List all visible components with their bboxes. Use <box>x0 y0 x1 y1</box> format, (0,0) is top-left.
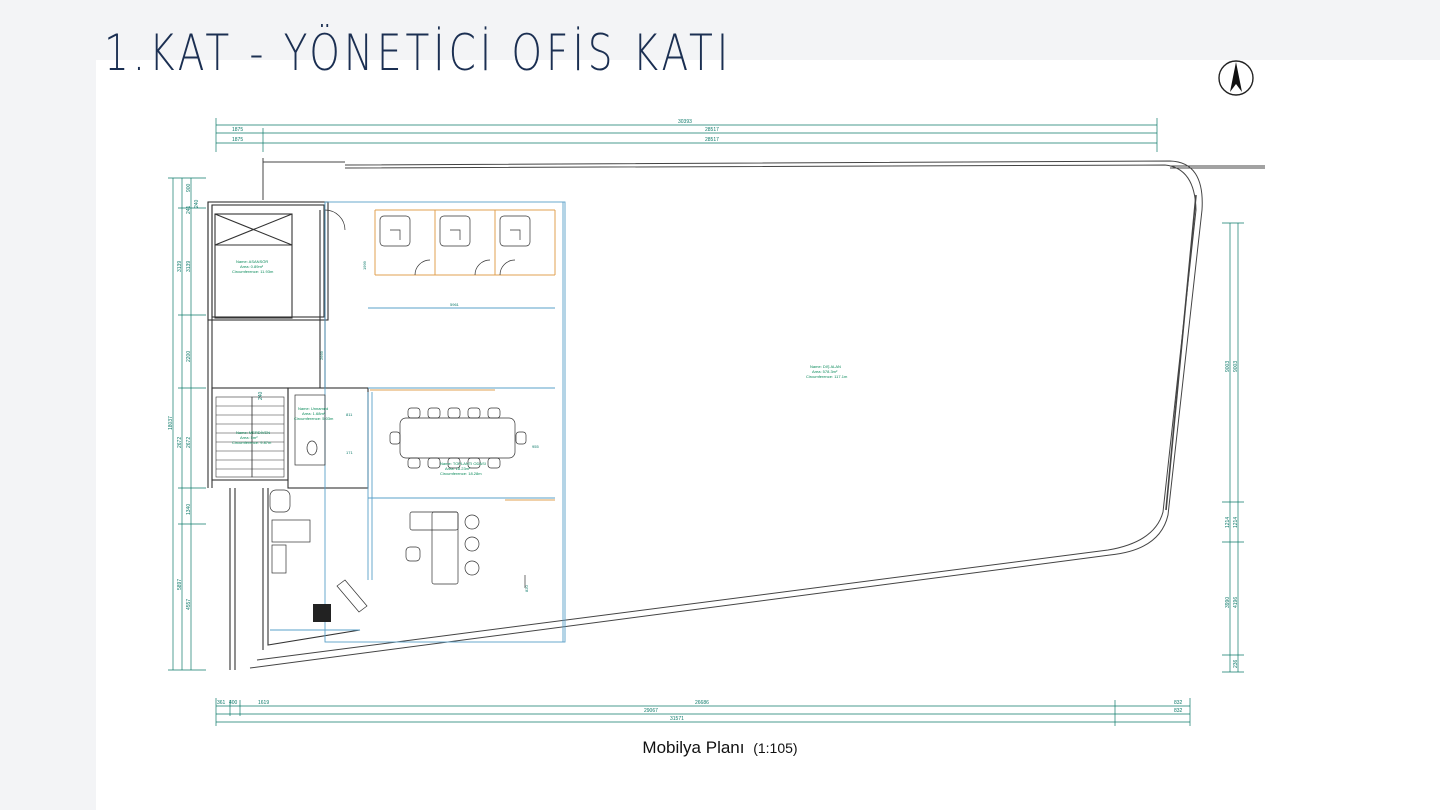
dim-right-b: 9003 <box>1233 361 1239 372</box>
svg-text:Name: ASANSÖR: Name: ASANSÖR <box>236 259 268 264</box>
dim-left-e: 3139 <box>186 261 192 272</box>
svg-text:Name: MERDİVEN: Name: MERDİVEN <box>236 430 270 435</box>
dim-bottom-a: 361 <box>217 700 226 706</box>
dim-inner-a: 5961 <box>450 302 460 307</box>
dim-inner-g: 820 <box>524 585 529 592</box>
dim-left-f: 2200 <box>186 351 192 362</box>
cubicle-partitions <box>370 209 556 501</box>
svg-text:Name: TOPLANTI ODASI: Name: TOPLANTI ODASI <box>440 461 486 466</box>
dim-left-d: 3139 <box>177 261 183 272</box>
room-label-wc: Name: Unnamed Area: 1.68m² Circumference… <box>294 406 334 421</box>
dim-left-b: 240 <box>194 199 200 208</box>
dim-bottom-b: 400 <box>229 700 238 706</box>
dim-top-seg2b: 28517 <box>705 137 719 143</box>
dim-left-a: 900 <box>186 183 192 192</box>
svg-text:Area: 578.3m²: Area: 578.3m² <box>812 369 838 374</box>
dim-bottom-c: 1619 <box>258 700 269 706</box>
dim-inner-b: 2669 <box>319 350 324 360</box>
plan-sheet <box>96 60 1440 810</box>
dim-bottom-total: 31571 <box>670 716 684 722</box>
drawing-caption: Mobilya Planı (1:105) <box>0 738 1440 758</box>
column-block <box>313 604 331 622</box>
dim-bottom-e: 832 <box>1174 700 1183 706</box>
dim-inner-d: 1999 <box>362 260 367 270</box>
right-dimensions <box>1222 222 1244 673</box>
dim-left-k: 5897 <box>177 579 183 590</box>
svg-text:Circumference: 5.03m: Circumference: 5.03m <box>294 416 334 421</box>
room-label-outdoor: Name: DIŞ ALAN Area: 578.3m² Circumferen… <box>806 364 848 379</box>
wc-fixtures <box>269 394 368 613</box>
dim-top-total: 30393 <box>678 119 692 125</box>
dim-right-c: 1214 <box>1225 517 1231 528</box>
dim-right-d: 1214 <box>1233 517 1239 528</box>
dim-inner-f: 955 <box>532 444 539 449</box>
svg-text:Circumference: 9.87m: Circumference: 9.87m <box>232 440 272 445</box>
caption-scale: (1:105) <box>753 740 798 756</box>
dim-right-f: 4196 <box>1233 597 1239 608</box>
dim-bottom-f: 29067 <box>644 708 658 714</box>
dim-left-h: 2672 <box>186 437 192 448</box>
left-dimensions <box>168 177 206 671</box>
dim-top-seg2: 28517 <box>705 127 719 133</box>
dim-inner-c: 811 <box>346 412 353 417</box>
terrace-outline <box>249 158 1265 669</box>
dim-left-l: 4557 <box>186 599 192 610</box>
dim-left-i: 240 <box>258 391 264 400</box>
svg-text:Circumference: 117.1m: Circumference: 117.1m <box>806 374 848 379</box>
dim-top-seg1: 1875 <box>232 127 243 133</box>
north-arrow-icon <box>1218 60 1254 96</box>
page-title: 1.KAT - YÖNETİCİ OFİS KATI <box>104 24 733 82</box>
caption-label: Mobilya Planı <box>642 738 745 757</box>
svg-text:Name: DIŞ ALAN: Name: DIŞ ALAN <box>810 364 841 369</box>
svg-text:Area: 0.89m²: Area: 0.89m² <box>240 264 264 269</box>
floor-plan-drawing: 30393 1875 28517 1875 28517 361 400 1619… <box>168 118 1265 726</box>
dim-right-e: 3990 <box>1225 597 1231 608</box>
room-label-elevator: Name: ASANSÖR Area: 0.89m² Circumference… <box>232 259 274 274</box>
dim-top-seg1b: 1875 <box>232 137 243 143</box>
svg-text:Circumference: 18.28m: Circumference: 18.28m <box>440 471 482 476</box>
dim-right-a: 9003 <box>1225 361 1231 372</box>
dim-left-j: 1340 <box>186 504 192 515</box>
top-dimensions <box>215 118 1158 152</box>
meeting-table <box>389 407 527 469</box>
bottom-dimensions <box>215 698 1191 726</box>
dim-left-c: 241 <box>186 205 192 214</box>
svg-text:Name: Unnamed: Name: Unnamed <box>298 406 328 411</box>
dim-right-g: 236 <box>1233 659 1239 668</box>
svg-text:Circumference: 11.93m: Circumference: 11.93m <box>232 269 274 274</box>
svg-text:Area: 5m²: Area: 5m² <box>240 435 258 440</box>
room-label-meeting: Name: TOPLANTI ODASI Area: 18.23m² Circu… <box>440 461 486 476</box>
svg-text:Area: 1.68m²: Area: 1.68m² <box>302 411 326 416</box>
cubicle-desks <box>324 209 531 276</box>
dim-inner-e: 171 <box>346 450 353 455</box>
dim-bottom-d: 26686 <box>695 700 709 706</box>
executive-office <box>405 511 526 588</box>
stair-treads <box>215 396 285 478</box>
glass-partitions <box>270 201 566 643</box>
dim-left-g: 2672 <box>177 437 183 448</box>
room-label-stair: Name: MERDİVEN Area: 5m² Circumference: … <box>232 430 272 445</box>
dim-left-total: 18037 <box>168 416 174 430</box>
svg-text:Area: 18.23m²: Area: 18.23m² <box>445 466 471 471</box>
dim-bottom-g: 832 <box>1174 708 1183 714</box>
